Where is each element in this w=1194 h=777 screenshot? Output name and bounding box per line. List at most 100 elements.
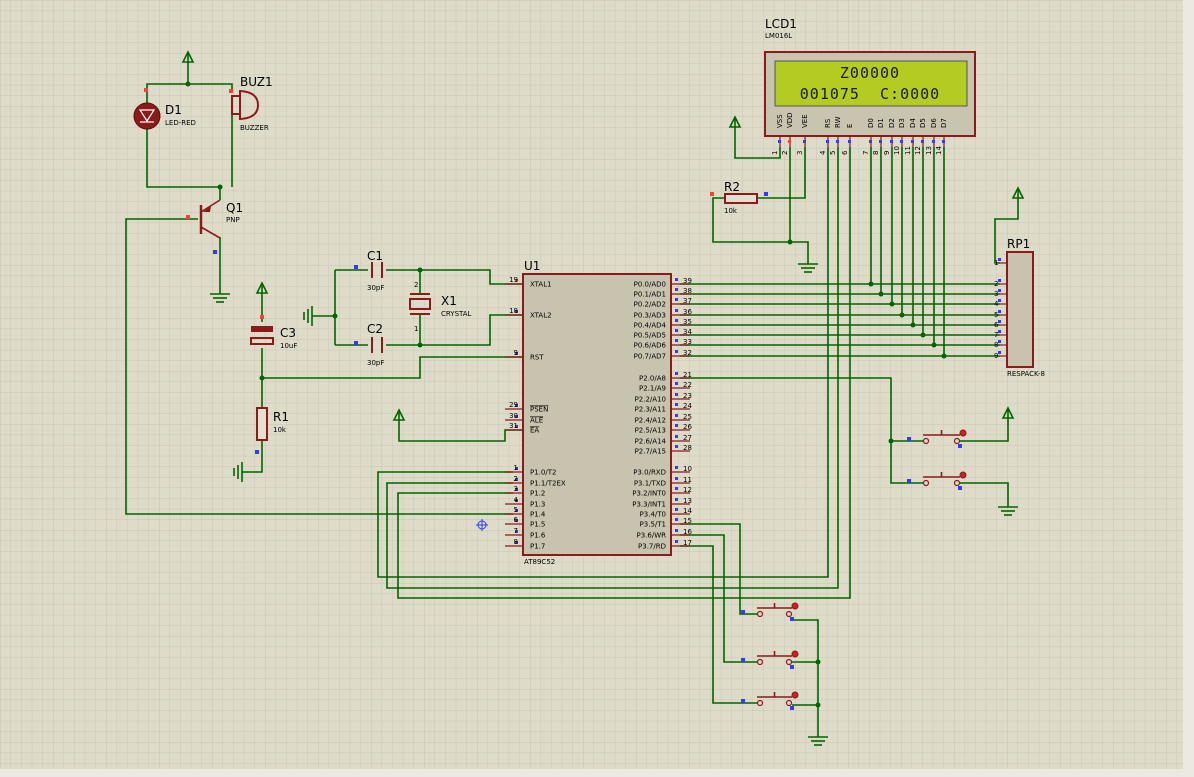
mcu-pin-label: P1.4 (530, 511, 546, 519)
mcu-pin-label: P0.4/AD4 (634, 322, 667, 330)
crystal-x1[interactable]: 2 1 X1 CRYSTAL (409, 281, 472, 333)
transistor-q1[interactable]: Q1 PNP (186, 199, 243, 254)
mcu-pin-number: 12 (683, 486, 692, 494)
mcu-pin-label: P0.2/AD2 (634, 301, 666, 309)
lcd-pin-label: D6 (930, 118, 938, 128)
power-icon (181, 50, 195, 64)
mcu-pin-number: 31 (509, 422, 518, 430)
lcd-pin-label: VEE (801, 114, 809, 128)
mcu-pin-number: 16 (683, 528, 692, 536)
lcd-pin-label: VSS (776, 114, 784, 128)
capacitor-c1[interactable]: C1 30pF (354, 249, 384, 292)
button-top[interactable] (907, 429, 967, 448)
mcu-pin-number: 17 (683, 539, 692, 547)
wires (125, 64, 1019, 735)
mcu-pin-label: P0.7/AD7 (634, 353, 666, 361)
respack-ref: RP1 (1007, 237, 1030, 251)
mcu-pin-number: 28 (683, 444, 692, 452)
button-middle[interactable] (907, 471, 967, 490)
mcu-pin-label: P2.6/A14 (635, 438, 667, 446)
lcd-pin-number: 8 (872, 151, 880, 155)
lcd-pin-label: D7 (940, 118, 948, 128)
mcu-pin-number: 27 (683, 434, 692, 442)
bottom-scrollbar[interactable] (0, 769, 1194, 777)
lcd-pin-number: 7 (862, 151, 870, 155)
mcu-pin-label: P3.0/RXD (633, 469, 666, 477)
mcu-pin-number: 11 (683, 476, 692, 484)
mcu-pin-number: 15 (683, 517, 692, 525)
microcontroller-u1[interactable]: U1 AT89C52 19XTAL118XTAL29RST29PSEN30ALE… (505, 259, 692, 566)
junctions (185, 81, 947, 708)
mcu-model: AT89C52 (524, 558, 555, 566)
ground-icon (798, 262, 818, 273)
mcu-pin-label: EA (530, 427, 539, 435)
mcu-pin-label: P2.3/A11 (635, 406, 666, 414)
button-k1[interactable] (741, 602, 799, 621)
mcu-pin-label: P3.7/RD (638, 543, 666, 551)
led-d1[interactable]: D1 LED-RED (133, 88, 196, 130)
mcu-pin-label: P2.1/A9 (639, 385, 666, 393)
crystal-pin-2: 2 (414, 281, 418, 289)
transistor-ref: Q1 (226, 201, 243, 215)
mcu-pin-label: P1.5 (530, 521, 545, 529)
lcd-pin-number: 10 (893, 146, 901, 155)
mcu-pin-number: 35 (683, 318, 692, 326)
respack-pin-number: 5 (994, 311, 998, 319)
lcd-pin-number: 3 (796, 151, 804, 155)
lcd-pin-number: 5 (829, 151, 837, 155)
resistor-r1-value: 10k (273, 426, 287, 434)
ground-icon (233, 462, 243, 482)
mcu-pin-number: 33 (683, 338, 692, 346)
lcd-pin-number: 4 (819, 150, 827, 155)
capacitor-c2[interactable]: C2 30pF (354, 322, 384, 367)
power-icon (255, 281, 269, 295)
lcd-pin-label: D5 (919, 118, 927, 128)
resistor-r2-ref: R2 (724, 180, 740, 194)
lcd-pin-number: 12 (914, 146, 922, 155)
mcu-pin-number: 8 (514, 538, 518, 546)
ground-icon (808, 735, 828, 746)
lcd-display[interactable]: LCD1 LM016L Z00000 001075 C:0000 VSS1VDD… (764, 17, 976, 155)
respack-pin-number: 7 (994, 331, 998, 339)
respack-pin-number: 9 (994, 352, 998, 360)
lcd-pin-label: E (846, 124, 854, 128)
mcu-pin-number: 32 (683, 349, 692, 357)
transistor-value: PNP (226, 216, 240, 224)
power-icon (728, 115, 742, 129)
lcd-pin-number: 9 (883, 151, 891, 155)
resistor-r1-ref: R1 (273, 410, 289, 424)
capacitor-c3-value: 10uF (280, 342, 297, 350)
capacitor-c1-value: 30pF (367, 284, 384, 292)
respack-pin-number: 2 (994, 280, 998, 288)
crystal-value: CRYSTAL (441, 310, 472, 318)
mcu-pin-label: P2.4/A12 (635, 417, 666, 425)
mcu-pin-number: 24 (683, 402, 692, 410)
button-k3[interactable] (741, 691, 799, 710)
resistor-r2[interactable]: R2 10k (710, 180, 768, 215)
mcu-right-pins: 39P0.0/AD038P0.1/AD137P0.2/AD236P0.3/AD3… (632, 277, 692, 551)
mcu-pin-label: PSEN (530, 406, 548, 414)
lcd-pin-number: 13 (925, 146, 933, 155)
capacitor-c3[interactable]: C3 10uF (250, 315, 297, 350)
mcu-pin-number: 7 (514, 527, 518, 535)
buzzer-buz1[interactable]: BUZ1 BUZZER (229, 75, 273, 132)
lcd-line-2: 001075 C:0000 (800, 85, 940, 103)
mcu-pin-label: P1.3 (530, 501, 545, 509)
mcu-pin-number: 6 (514, 516, 519, 524)
mcu-pin-number: 22 (683, 381, 692, 389)
mcu-pin-label: P1.1/T2EX (530, 480, 566, 488)
mcu-pin-label: XTAL2 (530, 312, 552, 320)
resistor-r1[interactable]: R1 10k (255, 407, 289, 454)
resistor-r2-value: 10k (724, 207, 738, 215)
button-k2[interactable] (741, 650, 799, 669)
lcd-pin-label: D2 (888, 118, 896, 128)
mcu-pin-label: ALE (530, 417, 543, 425)
mcu-pin-number: 25 (683, 413, 692, 421)
right-scrollbar[interactable] (1183, 0, 1194, 777)
lcd-pins: VSS1VDD2VEE3RS4RW5E6D07D18D29D310D411D51… (771, 112, 948, 155)
lcd-pin-number: 1 (771, 151, 779, 155)
mcu-pin-number: 3 (514, 485, 518, 493)
